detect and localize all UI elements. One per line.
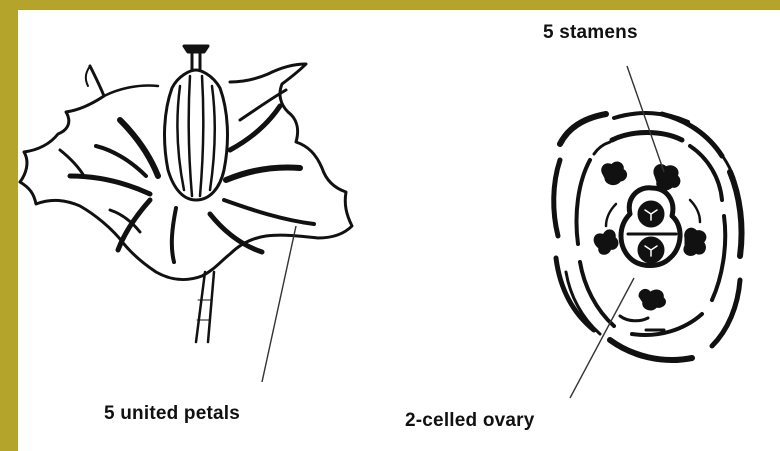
stem bbox=[196, 272, 214, 342]
petals-leader bbox=[262, 226, 296, 382]
flower-illustration bbox=[20, 46, 352, 342]
label-2-celled-ovary: 2-celled ovary bbox=[405, 410, 535, 432]
ovary-leader bbox=[570, 278, 634, 398]
stamen-3 bbox=[595, 231, 617, 253]
stamen-column bbox=[165, 70, 228, 200]
stamen-1 bbox=[603, 163, 626, 184]
label-5-united-petals: 5 united petals bbox=[104, 403, 240, 425]
stigma bbox=[184, 46, 208, 52]
stamen-5 bbox=[640, 290, 664, 309]
stamen-4 bbox=[685, 229, 705, 254]
stamen-2 bbox=[655, 166, 679, 189]
floral-diagram bbox=[554, 113, 742, 360]
label-5-stamens: 5 stamens bbox=[543, 22, 638, 44]
stamens-leader bbox=[627, 66, 664, 172]
style bbox=[192, 52, 200, 70]
